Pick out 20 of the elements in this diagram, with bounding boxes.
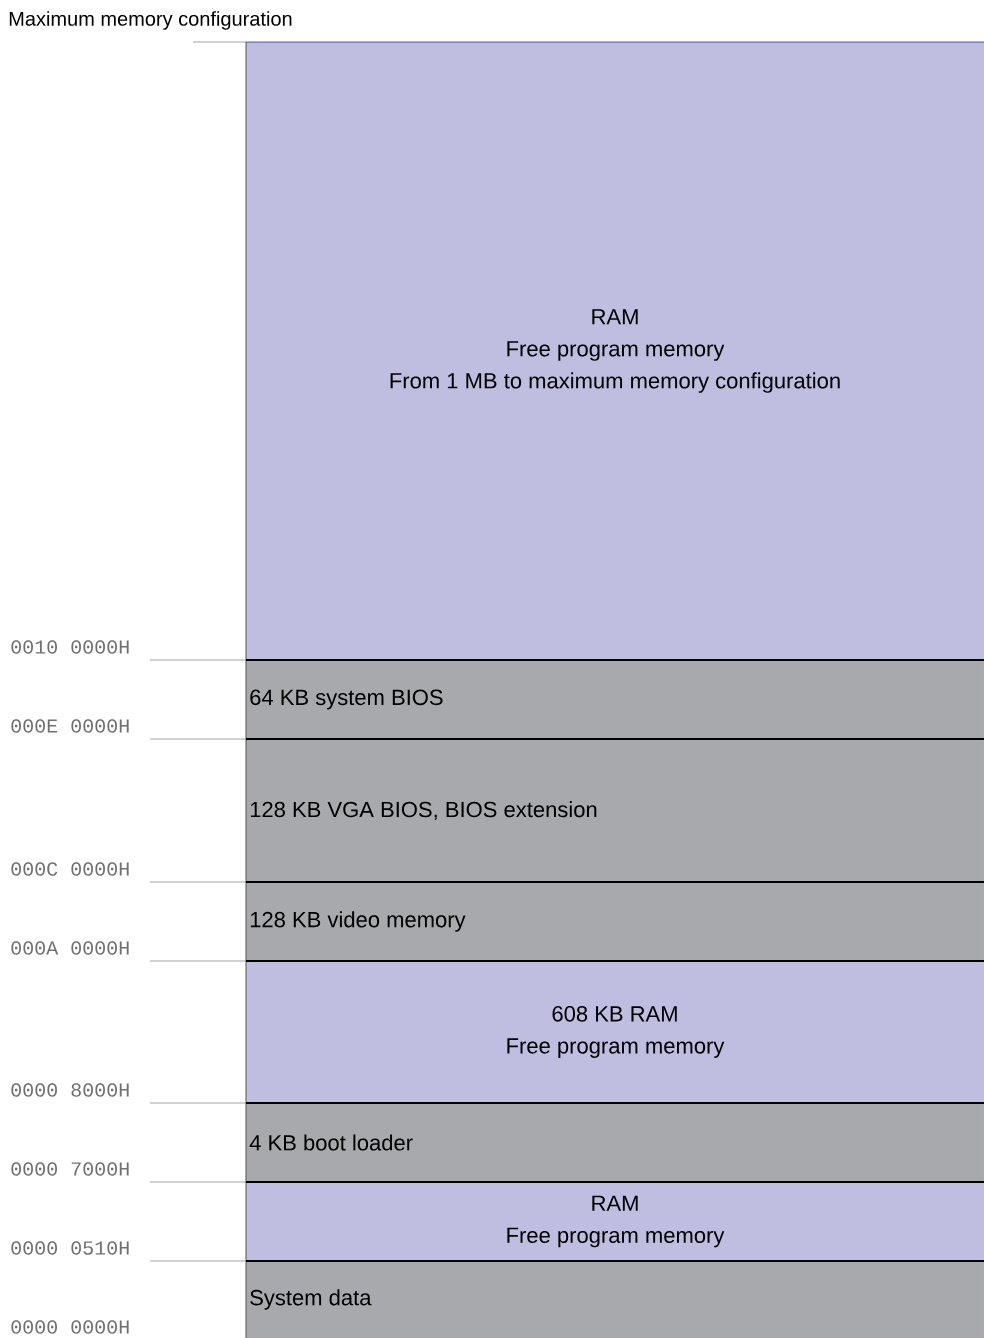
address-label: 0000 0000H <box>11 1320 129 1334</box>
memory-region: 64 KB system BIOS <box>246 660 984 740</box>
address-label: 000C 0000H <box>11 862 129 876</box>
node-label: 128 KB VGA BIOS, BIOS extension <box>250 801 597 820</box>
memory-region: 128 KB video memory <box>246 882 984 962</box>
node-label: 64 KB system BIOS <box>250 689 443 710</box>
heading-label: Maximum memory configuration <box>9 11 292 30</box>
address-label: 0000 8000H <box>11 1083 129 1097</box>
memory-region: 4 KB boot loader <box>246 1103 984 1183</box>
memory-region: 608 KB RAM Free program memory <box>246 961 984 1104</box>
memory-region: 128 KB VGA BIOS, BIOS extension <box>246 739 984 883</box>
address-label: 0000 7000H <box>11 1162 129 1176</box>
node-label: 128 KB video memory <box>250 911 466 932</box>
memory-region: RAM Free program memory <box>246 1182 984 1262</box>
address-label: 0000 0510H <box>11 1241 129 1255</box>
memory-region: RAM Free program memory From 1 MB to maximum memory configuration <box>246 42 984 661</box>
address-label: 0010 0000H <box>11 640 129 654</box>
address-label: 000A 0000H <box>11 941 129 955</box>
memory-region: System data <box>246 1261 984 1338</box>
address-label: 000E 0000H <box>11 719 129 733</box>
